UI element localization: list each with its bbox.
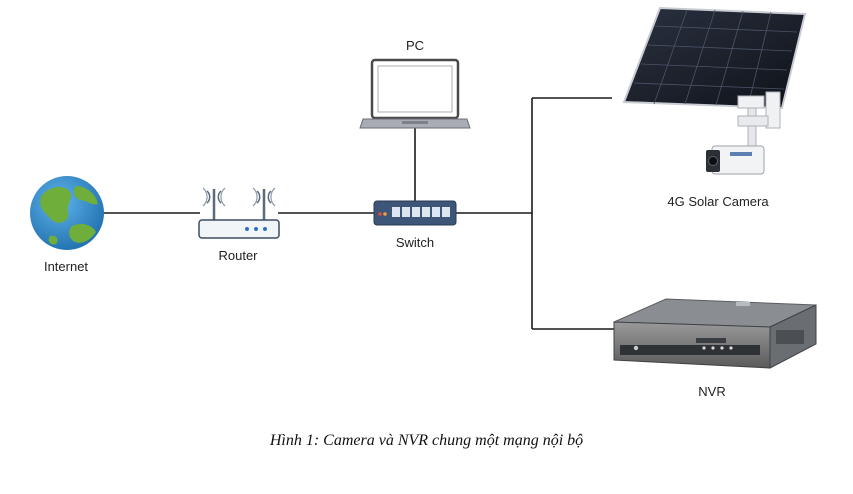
- internet-globe-icon: [30, 176, 104, 250]
- nvr-label: NVR: [698, 384, 725, 399]
- connections: [104, 97, 614, 330]
- solar-camera-icon: [622, 6, 807, 175]
- figure-caption: Hình 1: Camera và NVR chung một mạng nội…: [269, 432, 584, 449]
- camera-label: 4G Solar Camera: [667, 194, 769, 209]
- internet-label: Internet: [44, 259, 88, 274]
- laptop-icon: [359, 58, 471, 129]
- pc-label: PC: [406, 38, 424, 53]
- nvr-icon: [613, 298, 817, 369]
- switch-label: Switch: [396, 235, 434, 250]
- router-icon: [198, 187, 280, 239]
- router-label: Router: [218, 248, 258, 263]
- switch-icon: [373, 200, 457, 226]
